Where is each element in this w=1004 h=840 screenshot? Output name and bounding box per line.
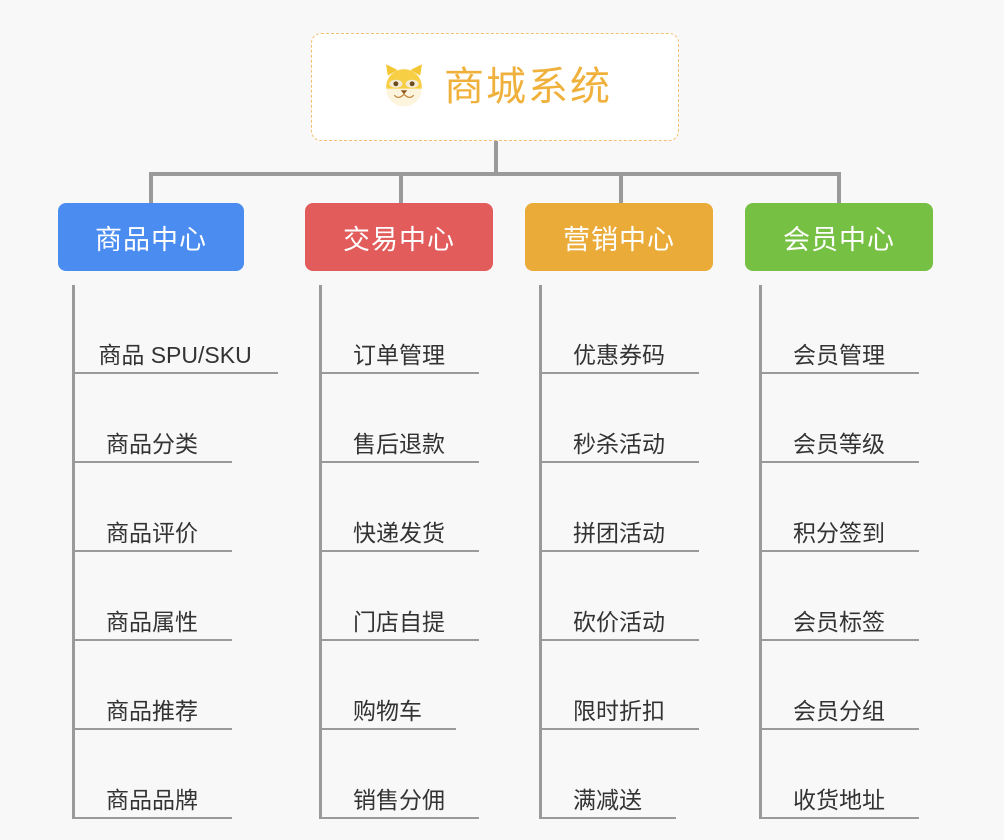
leaf-item[interactable]: 销售分佣 <box>319 730 479 819</box>
leaf-item[interactable]: 会员等级 <box>759 374 919 463</box>
leaf-item-label: 购物车 <box>353 697 422 724</box>
leaf-item[interactable]: 积分签到 <box>759 463 919 552</box>
leaf-item-label: 会员管理 <box>793 341 885 368</box>
leaf-list-trade-center: 订单管理售后退款快递发货门店自提购物车销售分佣 <box>319 285 479 819</box>
connector-drop-marketing-center <box>619 172 623 204</box>
leaf-item-label: 砍价活动 <box>573 608 665 635</box>
leaf-list-member-center: 会员管理会员等级积分签到会员标签会员分组收货地址 <box>759 285 919 819</box>
leaf-item-label: 满减送 <box>573 786 642 813</box>
root-node[interactable]: 商城系统 <box>311 33 679 141</box>
leaf-item[interactable]: 购物车 <box>319 641 456 730</box>
leaf-item[interactable]: 会员管理 <box>759 285 919 374</box>
branch-spine-product-center <box>72 285 75 819</box>
root-title: 商城系统 <box>444 65 612 109</box>
category-box-marketing-center[interactable]: 营销中心 <box>525 203 713 271</box>
leaf-item[interactable]: 限时折扣 <box>539 641 699 730</box>
branch-spine-member-center <box>759 285 762 819</box>
connector-drop-member-center <box>837 172 841 204</box>
leaf-item-label: 订单管理 <box>353 341 445 368</box>
leaf-item[interactable]: 秒杀活动 <box>539 374 699 463</box>
shiba-dog-face-icon <box>378 61 430 113</box>
leaf-item-label: 限时折扣 <box>573 697 665 724</box>
connector-drop-product-center <box>149 172 153 204</box>
leaf-item-label: 商品 SPU/SKU <box>98 341 252 368</box>
leaf-item[interactable]: 商品品牌 <box>72 730 232 819</box>
leaf-item[interactable]: 订单管理 <box>319 285 479 374</box>
leaf-item[interactable]: 快递发货 <box>319 463 479 552</box>
leaf-item[interactable]: 会员标签 <box>759 552 919 641</box>
leaf-item-label: 会员标签 <box>793 608 885 635</box>
leaf-item-label: 优惠券码 <box>573 341 665 368</box>
leaf-item-label: 门店自提 <box>353 608 445 635</box>
leaf-item-label: 会员等级 <box>793 430 885 457</box>
leaf-item-label: 销售分佣 <box>353 786 445 813</box>
branch-spine-trade-center <box>319 285 322 819</box>
leaf-item[interactable]: 商品推荐 <box>72 641 232 730</box>
leaf-item[interactable]: 砍价活动 <box>539 552 699 641</box>
leaf-item-label: 拼团活动 <box>573 519 665 546</box>
leaf-item-label: 秒杀活动 <box>573 430 665 457</box>
leaf-item[interactable]: 商品分类 <box>72 374 232 463</box>
leaf-item[interactable]: 门店自提 <box>319 552 479 641</box>
leaf-item[interactable]: 拼团活动 <box>539 463 699 552</box>
leaf-item-label: 商品品牌 <box>106 786 198 813</box>
leaf-item-label: 收货地址 <box>793 786 885 813</box>
category-box-member-center[interactable]: 会员中心 <box>745 203 933 271</box>
leaf-list-product-center: 商品 SPU/SKU 商品分类商品评价商品属性商品推荐商品品牌 <box>72 285 278 819</box>
leaf-item[interactable]: 收货地址 <box>759 730 919 819</box>
leaf-item[interactable]: 商品 SPU/SKU <box>72 285 278 374</box>
branch-spine-marketing-center <box>539 285 542 819</box>
leaf-item-label: 售后退款 <box>353 430 445 457</box>
leaf-item-label: 商品分类 <box>106 430 198 457</box>
leaf-item-label: 商品推荐 <box>106 697 198 724</box>
leaf-item[interactable]: 售后退款 <box>319 374 479 463</box>
leaf-item-label: 商品评价 <box>106 519 198 546</box>
leaf-item-label: 会员分组 <box>793 697 885 724</box>
leaf-list-marketing-center: 优惠券码秒杀活动拼团活动砍价活动限时折扣满减送 <box>539 285 699 819</box>
leaf-item-label: 积分签到 <box>793 519 885 546</box>
leaf-item[interactable]: 优惠券码 <box>539 285 699 374</box>
category-box-trade-center[interactable]: 交易中心 <box>305 203 493 271</box>
leaf-item-label: 快递发货 <box>353 519 445 546</box>
leaf-item[interactable]: 商品评价 <box>72 463 232 552</box>
connector-drop-trade-center <box>399 172 403 204</box>
category-box-product-center[interactable]: 商品中心 <box>58 203 244 271</box>
leaf-item[interactable]: 会员分组 <box>759 641 919 730</box>
leaf-item[interactable]: 商品属性 <box>72 552 232 641</box>
connector-root-stem <box>494 141 498 175</box>
leaf-item[interactable]: 满减送 <box>539 730 676 819</box>
leaf-item-label: 商品属性 <box>106 608 198 635</box>
connector-horizontal-bar <box>149 172 840 176</box>
